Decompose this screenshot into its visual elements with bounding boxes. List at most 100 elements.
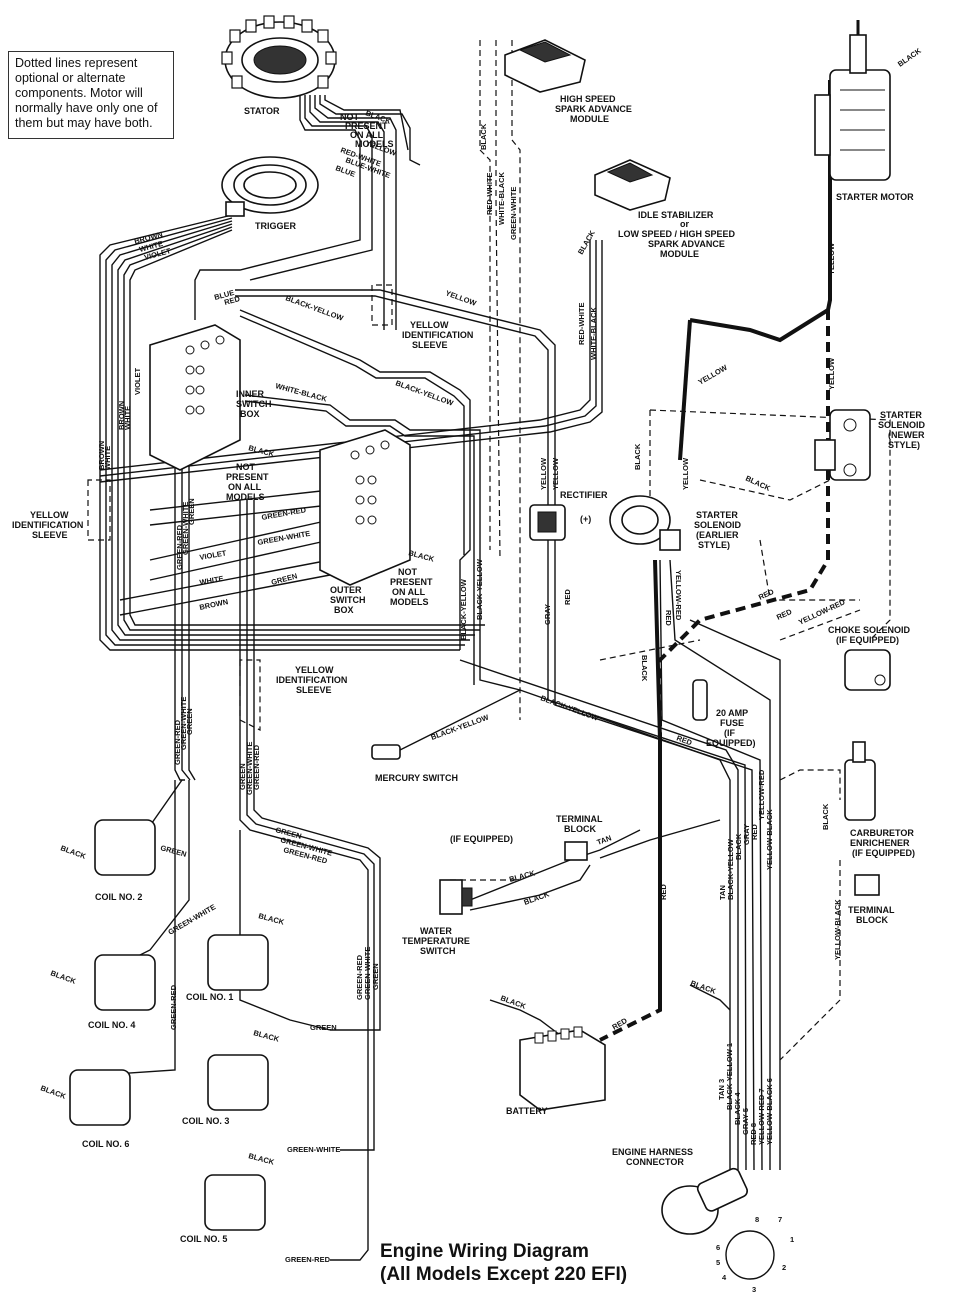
label-choke-2: (IF EQUIPPED) (836, 635, 899, 645)
battery-cables (599, 80, 832, 1042)
mercury-switch-component (371, 744, 401, 760)
wire-label: GREEN (159, 843, 187, 859)
label-not-present-top-3: ON ALL (350, 130, 384, 140)
starter-solenoid-earlier (609, 495, 681, 551)
label-ss-old-2: SOLENOID (694, 520, 742, 530)
wire-label: BLACK (523, 889, 551, 907)
wire-label: GREEN-WHITE (181, 502, 190, 555)
connector-pin-numbers: 8 1 2 3 4 6 7 5 (716, 1215, 794, 1294)
harness-pin-label: YELLOW-BLACK 6 (765, 1078, 774, 1145)
note-line: normally have only one of (15, 101, 158, 115)
label-harness-2: CONNECTOR (626, 1157, 684, 1167)
label-inner-2: SWITCH (236, 399, 272, 409)
terminal-block-mid (564, 841, 588, 861)
label-not-present-top-2: PRESENT (345, 121, 388, 131)
wire-label: VIOLET (133, 367, 142, 395)
wire-label: BLACK-YELLOW (726, 838, 735, 900)
label-coil6: COIL NO. 6 (82, 1139, 129, 1149)
label-ss-old-4: STYLE) (698, 540, 730, 550)
label-np-inner-2: PRESENT (226, 472, 269, 482)
label-idle-1: IDLE STABILIZER (638, 210, 714, 220)
wire-label: YELLOW-BLACK (765, 809, 774, 870)
label-ss-old-3: (EARLIER (696, 530, 739, 540)
label-not-present-top-4: MODELS (355, 139, 394, 149)
wire-label: BLACK (59, 843, 87, 861)
wire-label: BLACK-YELLOW (459, 578, 468, 640)
wire-label: YELLOW-RED (674, 570, 683, 621)
label-carb-3: (IF EQUIPPED) (852, 848, 915, 858)
wire-label: GREEN-WHITE (245, 742, 254, 795)
label-ss-new-1: STARTER (880, 410, 922, 420)
label-tb-mid-1: TERMINAL (556, 814, 603, 824)
label-choke-1: CHOKE SOLENOID (828, 625, 911, 635)
label-ysleeve-top-1: YELLOW (410, 320, 449, 330)
label-coil4: COIL NO. 4 (88, 1020, 135, 1030)
label-outer-3: BOX (334, 605, 354, 615)
wire-harness-main (99, 240, 603, 1261)
stator-component (221, 15, 337, 99)
title-line-2: (All Models Except 220 EFI) (380, 1264, 628, 1285)
wire-label: GREEN-RED (252, 744, 261, 790)
wire-label: RED (659, 884, 668, 900)
label-hs-module-2: SPARK ADVANCE (555, 104, 632, 114)
label-battery: BATTERY (506, 1106, 548, 1116)
terminal-block-right (854, 874, 880, 896)
diagram-title: Engine Wiring Diagram (All Models Except… (380, 1240, 627, 1286)
harness-pin-label: BLACK 4 (733, 1092, 742, 1125)
wire-label: RED (664, 610, 673, 626)
wire-label: WHITE-BLACK (274, 381, 328, 404)
wire-label: GREEN-WHITE (287, 1145, 340, 1154)
wire-label: GREEN-WHITE (363, 947, 372, 1000)
wire-label: BLACK (508, 868, 536, 884)
idle-stabilizer-module (594, 159, 671, 211)
wire-color-labels: BLACK YELLOW YELLOW YELLOW YELLOW BLACK … (39, 46, 923, 1264)
pin-number: 5 (716, 1258, 720, 1267)
wire-label: VIOLET (199, 548, 228, 562)
wire-label: YELLOW (827, 242, 836, 275)
label-ysleeve-left-3: SLEEVE (32, 530, 68, 540)
wire-label: GRAY (543, 604, 552, 625)
label-ss-new-4: STYLE) (888, 440, 920, 450)
label-ss-old-1: STARTER (696, 510, 738, 520)
wire-label: GREEN-RED (173, 719, 182, 765)
wire-label: GREEN (371, 963, 380, 990)
wire-label: GREEN (238, 763, 247, 790)
wire-label: BLACK (247, 1151, 275, 1167)
wire-label: BLACK (407, 548, 435, 564)
label-stator: STATOR (244, 106, 280, 116)
label-coil5: COIL NO. 5 (180, 1234, 227, 1244)
label-starter-motor: STARTER MOTOR (836, 192, 914, 202)
label-outer-2: SWITCH (330, 595, 366, 605)
inner-switch-box (149, 324, 241, 471)
label-ss-new-3: (NEWER (888, 430, 925, 440)
label-ss-new-2: SOLENOID (878, 420, 926, 430)
wire-label: YELLOW-RED (757, 769, 766, 820)
label-np-inner-3: ON ALL (228, 482, 262, 492)
wire-label: BLACK (640, 655, 649, 682)
starter-solenoid-newer (814, 409, 871, 481)
wire-label: GREEN (310, 1023, 337, 1032)
wire-label: RED (775, 607, 794, 622)
label-inner-3: BOX (240, 409, 260, 419)
title-line-1: Engine Wiring Diagram (380, 1241, 589, 1262)
wire-label: WHITE-BLACK (589, 307, 598, 360)
battery-component (519, 1026, 606, 1111)
wire-label: WHITE (199, 574, 224, 587)
label-hs-module-3: MODULE (570, 114, 609, 124)
label-fuse-4: EQUIPPED) (706, 738, 756, 748)
dotted-lines-note: Dotted lines represent optional or alter… (8, 51, 174, 139)
wire-label: BROWN (97, 441, 106, 470)
wire-label: GREEN (187, 498, 196, 525)
wire-label: BLACK-YELLOW (284, 293, 345, 323)
label-ysleeve-left-1: YELLOW (30, 510, 69, 520)
harness-pin-label: TAN 3 (717, 1079, 726, 1100)
wire-label: YELLOW (444, 288, 478, 308)
label-ysleeve-top-2: IDENTIFICATION (402, 330, 473, 340)
label-fuse-2: FUSE (720, 718, 744, 728)
harness-pin-label: YELLOW-RED 7 (757, 1088, 766, 1145)
label-rectifier-sym: (+) (580, 514, 591, 524)
label-rectifier: RECTIFIER (560, 490, 608, 500)
label-idle-4: SPARK ADVANCE (648, 239, 725, 249)
wire-label: WHITE (123, 406, 132, 430)
label-np-outer-3: ON ALL (392, 587, 426, 597)
